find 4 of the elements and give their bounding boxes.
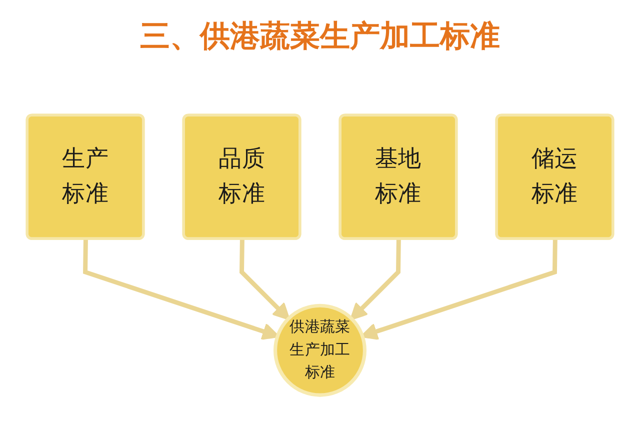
title: 三、供港蔬菜生产加工标准 xyxy=(140,19,500,54)
node-circle: 供港蔬菜生产加工标准 xyxy=(274,304,366,397)
arrow xyxy=(350,238,401,320)
arrow xyxy=(240,238,290,320)
